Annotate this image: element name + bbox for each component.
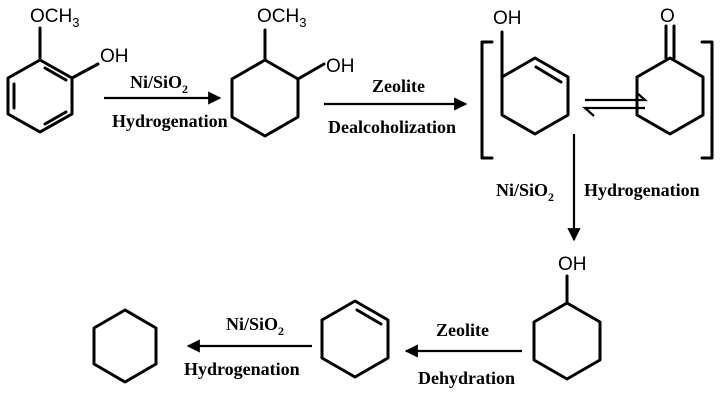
- cyclohexanone-carbonyl-label: O: [660, 6, 675, 27]
- cyclohexanol-structure: OH: [532, 254, 602, 381]
- cyclohexenol-structure: OH: [493, 8, 570, 136]
- step1-arrow-group: Ni/SiO2 Hydrogenation: [104, 72, 228, 131]
- step4-process: Dehydration: [418, 368, 515, 388]
- step4-arrow-group: Zeolite Dehydration: [404, 320, 522, 388]
- step5-process: Hydrogenation: [184, 359, 300, 379]
- step5-arrow-group: Ni/SiO2 Hydrogenation: [184, 314, 312, 379]
- step3-process: Hydrogenation: [584, 180, 700, 200]
- step1-process: Hydrogenation: [112, 111, 228, 131]
- cyclohexane-structure: [92, 308, 158, 384]
- tautomer-bracket: [480, 40, 714, 160]
- step1-catalyst: Ni/SiO2: [130, 72, 188, 96]
- step4-catalyst: Zeolite: [436, 320, 489, 340]
- equilibrium-reverse-arrow: [582, 106, 645, 117]
- cyclohexene-structure: [320, 299, 390, 379]
- step3-catalyst: Ni/SiO2: [496, 180, 554, 204]
- methoxycyclohexanol-methoxy-label: OCH3: [257, 6, 306, 30]
- methoxycyclohexanol-hydroxyl-label: OH: [326, 56, 355, 77]
- cyclohexanol-hydroxyl-label: OH: [558, 254, 587, 275]
- step2-arrow-group: Zeolite Dealcoholization: [324, 76, 468, 137]
- methoxycyclohexanol-structure: OCH3 OH: [230, 6, 355, 138]
- cyclohexenol-hydroxyl-label: OH: [493, 8, 522, 29]
- step2-catalyst: Zeolite: [372, 76, 425, 96]
- guaiacol-structure: OCH3 OH: [6, 6, 129, 134]
- equilibrium-arrows: [582, 91, 648, 117]
- step2-process: Dealcoholization: [328, 117, 456, 137]
- cyclohexanone-structure: O: [635, 6, 705, 136]
- guaiacol-hydroxyl-label: OH: [100, 46, 129, 67]
- guaiacol-methoxy-label: OCH3: [30, 6, 79, 30]
- equilibrium-forward-arrow: [585, 91, 648, 102]
- step3-arrow-group: Ni/SiO2 Hydrogenation: [496, 134, 700, 242]
- right-bracket: [700, 40, 714, 160]
- left-bracket: [480, 40, 494, 160]
- step5-catalyst: Ni/SiO2: [226, 314, 284, 338]
